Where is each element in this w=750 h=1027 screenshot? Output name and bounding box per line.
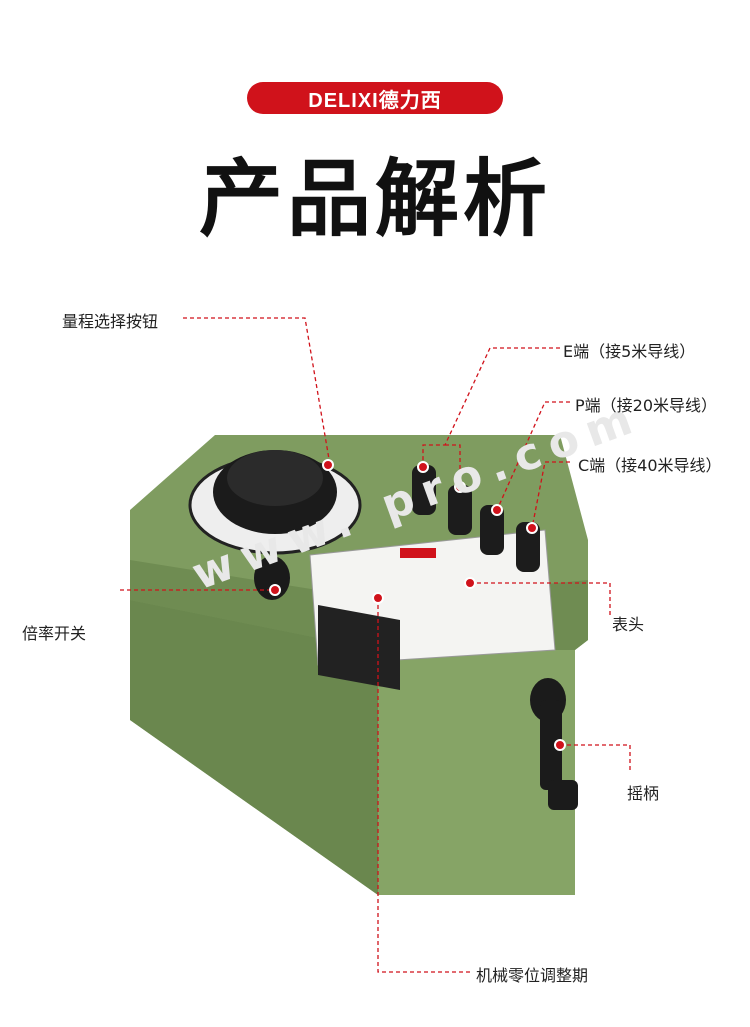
side-face: [130, 600, 378, 895]
label-zero-adjust: 机械零位调整期: [476, 966, 589, 985]
label-e-terminal: E端（接5米导线）: [563, 342, 696, 361]
brand-logo: DELIXI德力西: [247, 82, 503, 114]
label-c-terminal: C端（接40米导线）: [578, 456, 722, 475]
front-face: [378, 650, 575, 895]
terminals: [412, 465, 540, 572]
label-crank: 摇柄: [627, 784, 660, 803]
label-p-terminal: P端（接20米导线）: [575, 396, 718, 415]
multiplier-knob: [254, 556, 290, 600]
crank: [530, 678, 578, 810]
label-meter: 表头: [612, 615, 645, 634]
page-title: 产品解析: [198, 150, 551, 248]
label-multiplier: 倍率开关: [22, 624, 87, 643]
nameplate: [318, 605, 400, 690]
label-range-knob: 量程选择按钮: [62, 312, 159, 331]
leader-lines: [120, 317, 631, 973]
